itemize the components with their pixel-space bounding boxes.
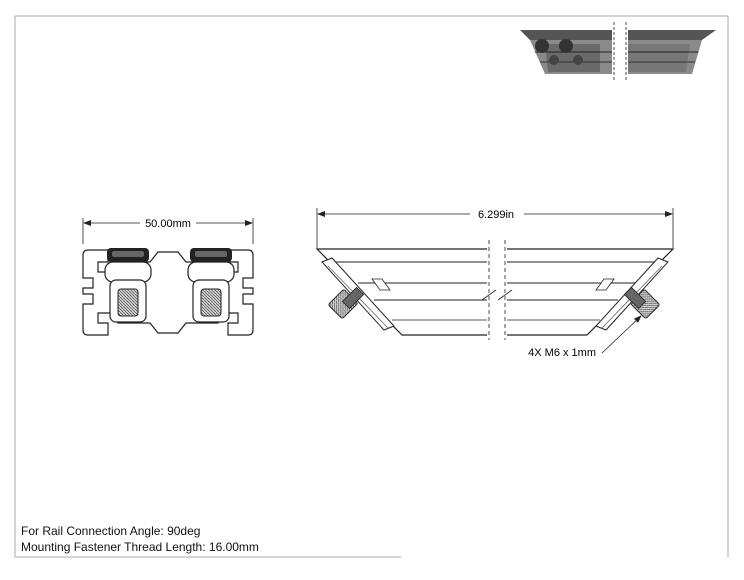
right-bolt — [187, 248, 235, 323]
side-view: 6.299in 4X M6 x 1 — [315, 208, 675, 359]
left-bolt — [104, 248, 152, 323]
fastener-callout-label: 4X M6 x 1mm — [528, 347, 596, 359]
isometric-view — [520, 22, 716, 82]
length-dimension-label: 6.299in — [478, 209, 514, 221]
right-fastener — [623, 286, 660, 319]
front-view: 50.00mm — [82, 218, 254, 336]
left-fastener — [328, 286, 365, 319]
rail-angle-note: For Rail Connection Angle: 90deg — [21, 524, 201, 538]
thread-length-note: Mounting Fastener Thread Length: 16.00mm — [21, 540, 259, 554]
sheet-border — [14, 15, 729, 558]
width-dimension-label: 50.00mm — [145, 218, 191, 230]
